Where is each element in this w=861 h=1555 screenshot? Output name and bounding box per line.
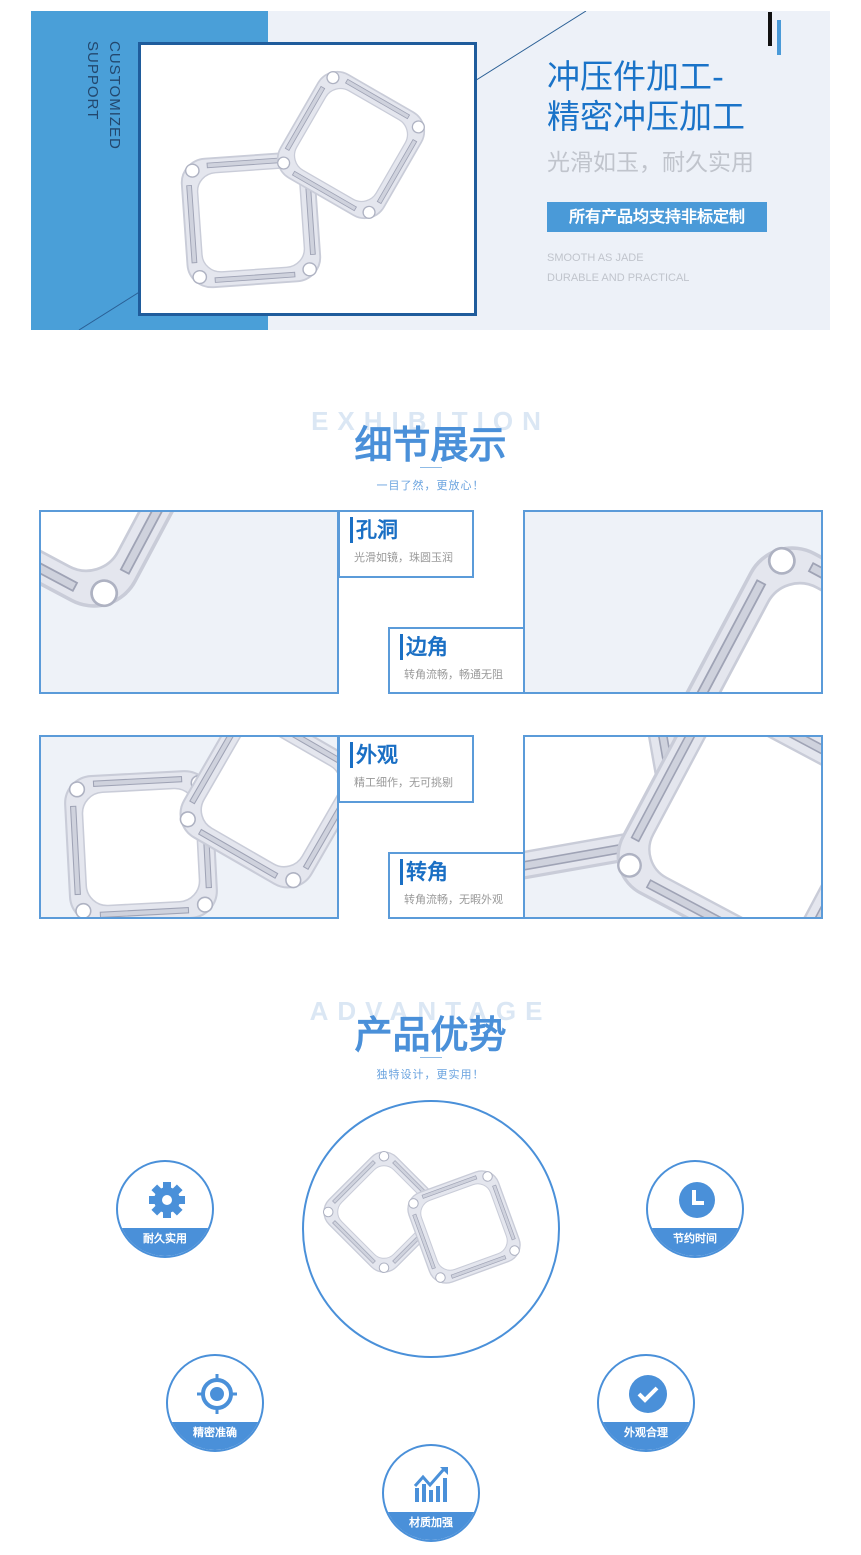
- exhibition-subtitle: 一目了然，更放心！: [376, 479, 485, 492]
- divider: [420, 467, 442, 468]
- en-line1: SMOOTH AS JADE: [547, 252, 644, 264]
- advantage-label: 精密准确: [168, 1422, 262, 1450]
- advantage-precise: 精密准确: [166, 1354, 264, 1452]
- accent-bar-blue: [777, 20, 781, 55]
- label-edge: 边角转角流畅，畅通无阻: [388, 627, 525, 694]
- product-image: [138, 42, 477, 316]
- banner-title-line1: 冲压件加工-: [547, 57, 724, 96]
- gear-icon: [147, 1180, 187, 1220]
- label-appearance: 外观精工细作，无可挑剔: [338, 735, 474, 803]
- gasket-image: [179, 62, 434, 290]
- advantage-label: 节约时间: [648, 1228, 742, 1256]
- advantage-label: 耐久实用: [118, 1228, 212, 1256]
- exhibition-bg-text: EXHIBITION: [311, 406, 550, 436]
- target-icon: [197, 1374, 237, 1414]
- advantage-subtitle: 独特设计，更实用！: [376, 1068, 485, 1081]
- label-hole: 孔洞光滑如镜，珠圆玉润: [338, 510, 474, 578]
- advantage-label: 材质加强: [384, 1512, 478, 1540]
- advantage-save-time: 节约时间: [646, 1160, 744, 1258]
- advantage-bg-text: ADVANTAGE: [309, 996, 552, 1026]
- banner-title-line2: 精密冲压加工: [547, 97, 745, 136]
- advantage-appearance: 外观合理: [597, 1354, 695, 1452]
- en-line2: DURABLE AND PRACTICAL: [547, 272, 690, 284]
- chart-up-icon: [413, 1467, 448, 1502]
- check-icon: [629, 1375, 667, 1413]
- center-product-circle: [302, 1100, 560, 1358]
- clock-icon: [679, 1182, 715, 1218]
- advantage-material: 材质加强: [382, 1444, 480, 1542]
- custom-badge: 所有产品均支持非标定制: [547, 202, 767, 232]
- detail-image-hole: [39, 510, 339, 694]
- label-corner: 转角转角流畅，无暇外观: [388, 852, 525, 919]
- advantage-label: 外观合理: [599, 1422, 693, 1450]
- detail-image-edge: [523, 510, 823, 694]
- banner-subtitle: 光滑如玉，耐久实用: [547, 150, 754, 176]
- advantage-durable: 耐久实用: [116, 1160, 214, 1258]
- detail-image-corner: [523, 735, 823, 919]
- accent-bar-black: [768, 12, 772, 46]
- advantage-title: 产品优势: [354, 1013, 507, 1057]
- detail-image-appearance: [39, 735, 339, 919]
- exhibition-title: 细节展示: [354, 423, 507, 467]
- divider: [420, 1057, 442, 1058]
